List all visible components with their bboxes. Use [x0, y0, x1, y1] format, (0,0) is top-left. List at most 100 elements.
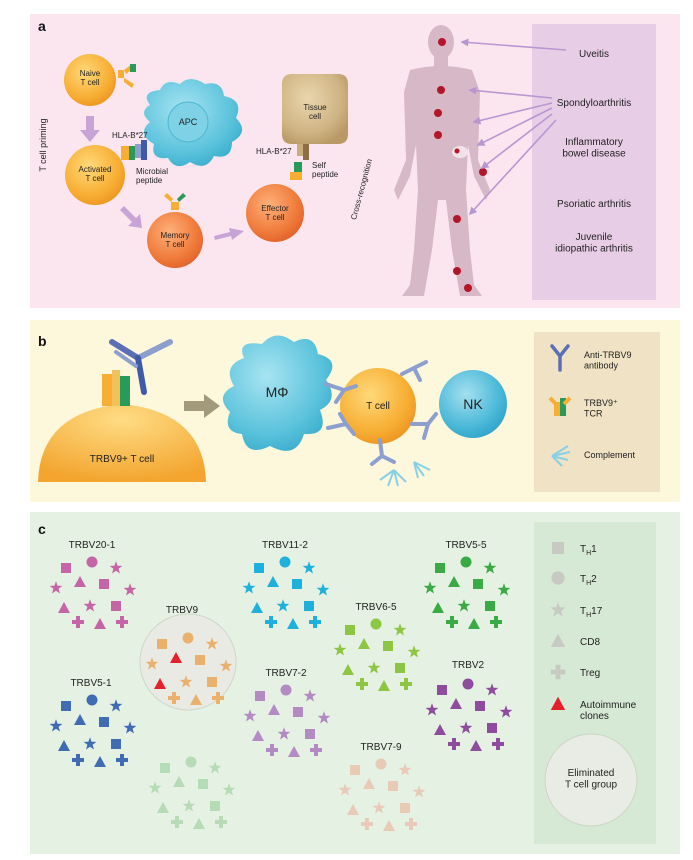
cell-triangle-marker [251, 602, 263, 613]
cell-star-marker [497, 583, 511, 596]
group-label-0: TRBV20-1 [69, 540, 116, 551]
cell-star-marker [179, 675, 193, 688]
cell-triangle-marker [432, 602, 444, 613]
cell-circle-marker [460, 556, 472, 568]
cell-plus-marker [492, 738, 504, 750]
legend-c-label-1: TH2 [580, 574, 597, 587]
t-cell-priming-label: T cell priming [38, 118, 48, 171]
group-label-4: TRBV6-5 [355, 602, 397, 613]
cell-circle-marker [279, 556, 291, 568]
cell-triangle-marker [288, 746, 300, 757]
cell-triangle-marker [287, 618, 299, 629]
cell-star-marker [145, 657, 159, 670]
clonotype-cluster-2 [423, 556, 511, 629]
complement-molecules [379, 461, 431, 487]
t-cell-label: T cell [366, 401, 390, 412]
nk-cell [439, 370, 507, 438]
cell-triangle-marker [468, 618, 480, 629]
legend-triangle-red-icon [550, 696, 566, 710]
clonotype-cluster-7 [425, 678, 513, 751]
hla-b27-label-1: HLA-B*27 [112, 131, 148, 140]
cell-square-marker [254, 563, 264, 573]
legend-c-label-4: Treg [580, 668, 600, 679]
cell-square-marker [435, 563, 445, 573]
cell-triangle-marker [58, 602, 70, 613]
cell-square-marker [437, 685, 447, 695]
cell-circle-marker [462, 678, 474, 690]
cell-triangle-marker [190, 694, 202, 705]
clonotype-cluster-0 [49, 556, 137, 629]
cell-square-marker [293, 707, 303, 717]
cell-square-marker [111, 739, 121, 749]
cell-plus-marker [168, 692, 180, 704]
cell-triangle-marker [154, 678, 166, 689]
cell-star-marker [109, 699, 123, 712]
effector-t-cell [246, 184, 304, 242]
cell-star-marker [317, 711, 331, 724]
tissue-cell [282, 74, 348, 144]
cell-square-marker [350, 765, 360, 775]
panel-b-letter: b [38, 333, 47, 349]
cell-plus-marker [405, 818, 417, 830]
cell-star-marker [123, 721, 137, 734]
cell-star-marker [205, 637, 219, 650]
disease-label-1: Spondyloarthritis [557, 98, 631, 109]
cell-star-marker [367, 661, 381, 674]
group-label-3: TRBV9 [166, 605, 199, 616]
cell-square-marker [304, 601, 314, 611]
cell-star-marker [483, 561, 497, 574]
antibody-icon [550, 344, 570, 372]
macrophage-cell [222, 335, 333, 451]
cell-star-marker [243, 709, 257, 722]
cell-star-marker [398, 763, 412, 776]
group-label-6: TRBV7-2 [265, 668, 307, 679]
cell-plus-marker [490, 616, 502, 628]
cell-circle-marker [375, 758, 387, 770]
cell-square-marker [485, 601, 495, 611]
cell-star-marker [208, 761, 222, 774]
group-label-2: TRBV5-5 [445, 540, 487, 551]
cell-square-marker [157, 639, 167, 649]
cell-star-marker [182, 799, 196, 812]
disease-label-3: Psoriatic arthritis [557, 199, 631, 210]
cell-star-marker [316, 583, 330, 596]
cell-star-marker [277, 727, 291, 740]
cell-triangle-marker [347, 804, 359, 815]
cell-triangle-marker [193, 818, 205, 829]
cell-square-marker [61, 701, 71, 711]
cell-star-marker [219, 659, 233, 672]
cell-square-marker [345, 625, 355, 635]
legend-c-label-2: TH17 [580, 606, 603, 619]
cell-triangle-marker [173, 776, 185, 787]
cell-star-marker [407, 645, 421, 658]
cell-star-marker [109, 561, 123, 574]
cell-star-marker [499, 705, 513, 718]
memory-t-cell [147, 212, 203, 268]
cell-square-marker [400, 803, 410, 813]
cell-plus-marker [356, 678, 368, 690]
cell-triangle-marker [252, 730, 264, 741]
cell-square-marker [111, 601, 121, 611]
apc-label: APC [179, 117, 198, 127]
cell-star-marker [83, 737, 97, 750]
cell-square-marker [210, 801, 220, 811]
cell-triangle-marker [74, 714, 86, 725]
cell-triangle-marker [450, 698, 462, 709]
cell-star-marker [459, 721, 473, 734]
legend-complement-label: Complement [584, 450, 636, 460]
cell-square-marker [61, 563, 71, 573]
legend-c-label-3: CD8 [580, 637, 600, 648]
cell-square-marker [388, 781, 398, 791]
cell-triangle-marker [58, 740, 70, 751]
bound-antibodies [324, 360, 438, 466]
cell-circle-marker [182, 632, 194, 644]
group-labels: TRBV20-1 TRBV11-2 TRBV5-5 TRBV9 TRBV6-5 … [69, 540, 487, 753]
